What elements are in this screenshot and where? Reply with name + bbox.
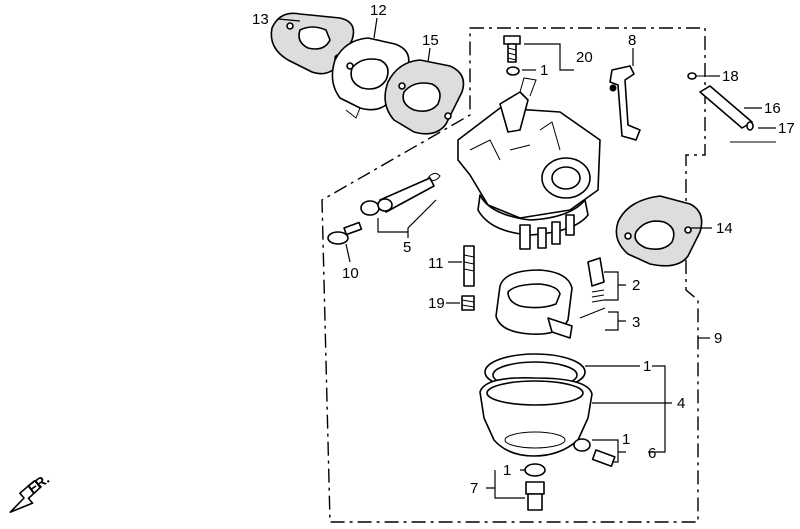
label-1-bolt: 1 [503, 462, 511, 479]
gasket-14 [615, 195, 703, 267]
label-16: 16 [764, 100, 781, 117]
carburetor-body [457, 77, 601, 250]
screw-10 [327, 221, 363, 245]
label-9: 9 [714, 330, 722, 347]
label-6: 6 [648, 445, 656, 462]
label-18: 18 [722, 68, 739, 85]
label-13: 13 [252, 11, 269, 28]
leader-lines [277, 17, 776, 499]
float-3 [495, 269, 606, 339]
label-4: 4 [677, 395, 685, 412]
float-bowl-4 [479, 376, 593, 457]
choke-lever-8 [609, 65, 641, 141]
float-valve-2 [587, 257, 605, 303]
label-1-drain: 1 [622, 431, 630, 448]
front-direction-marker: FR. [9, 470, 52, 513]
label-8: 8 [628, 32, 636, 49]
gasket-15 [384, 59, 465, 135]
rod-16 [699, 85, 753, 129]
clip-17 [730, 121, 776, 143]
label-1-top: 1 [540, 62, 548, 79]
bolt-7 [524, 463, 546, 511]
clip-18 [687, 72, 708, 80]
label-5: 5 [403, 239, 411, 256]
screw-20 [503, 35, 521, 63]
label-17: 17 [778, 120, 795, 137]
label-15: 15 [422, 32, 439, 49]
part-number-labels: 13 12 15 20 1 8 18 16 17 14 5 10 11 19 2… [252, 2, 795, 497]
label-2: 2 [632, 277, 640, 294]
label-11: 11 [428, 255, 444, 272]
label-1-bowl-gasket: 1 [643, 358, 651, 375]
label-7: 7 [470, 480, 478, 497]
o-ring-1-top [506, 66, 520, 76]
label-12: 12 [370, 2, 387, 19]
label-10: 10 [342, 265, 359, 282]
jet-11 [463, 245, 475, 287]
jet-19 [461, 295, 475, 311]
drain-screw-6 [573, 438, 616, 468]
label-14: 14 [716, 220, 733, 237]
label-19: 19 [428, 295, 445, 312]
front-arrow-icon [9, 480, 42, 513]
pilot-screw-5 [360, 172, 441, 216]
label-20: 20 [576, 49, 593, 66]
label-3: 3 [632, 314, 640, 331]
